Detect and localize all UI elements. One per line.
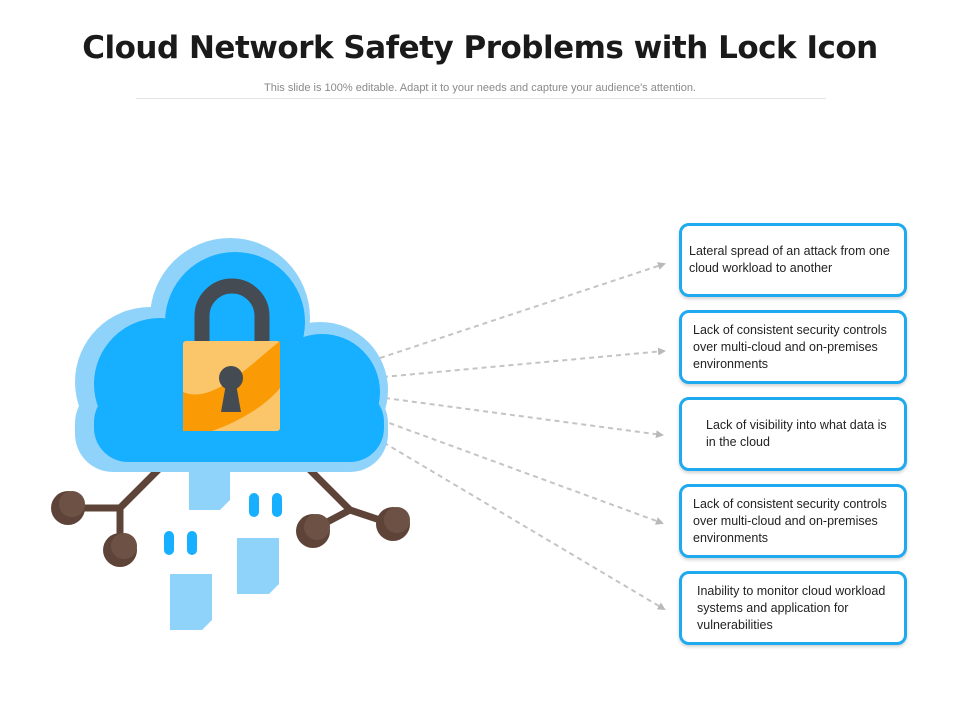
problem-box-4: Lack of consistent security controls ove…	[679, 484, 907, 558]
problem-text-5: Inability to monitor cloud workload syst…	[697, 583, 886, 632]
arrow-2	[382, 347, 666, 378]
subtitle-divider	[136, 98, 826, 99]
connector-arrows	[375, 262, 666, 611]
problem-text-3: Lack of visibility into what data is in …	[706, 418, 887, 449]
padlock-icon	[183, 278, 280, 431]
data-fragments	[164, 472, 282, 630]
arrow-5	[375, 437, 666, 611]
arrow-3	[384, 397, 664, 439]
problem-text-1: Lateral spread of an attack from one clo…	[689, 244, 890, 275]
arrow-1	[379, 262, 666, 359]
problem-text-2: Lack of consistent security controls ove…	[693, 322, 887, 371]
problem-box-1: Lateral spread of an attack from one clo…	[679, 223, 907, 297]
problem-box-3: Lack of visibility into what data is in …	[679, 397, 907, 471]
network-nodes-icon	[51, 466, 410, 567]
arrow-4	[380, 419, 664, 525]
page-title: Cloud Network Safety Problems with Lock …	[82, 30, 878, 66]
problem-box-5: Inability to monitor cloud workload syst…	[679, 571, 907, 645]
page-subtitle: This slide is 100% editable. Adapt it to…	[264, 82, 696, 94]
problem-text-4: Lack of consistent security controls ove…	[693, 496, 887, 545]
problem-box-2: Lack of consistent security controls ove…	[679, 310, 907, 384]
